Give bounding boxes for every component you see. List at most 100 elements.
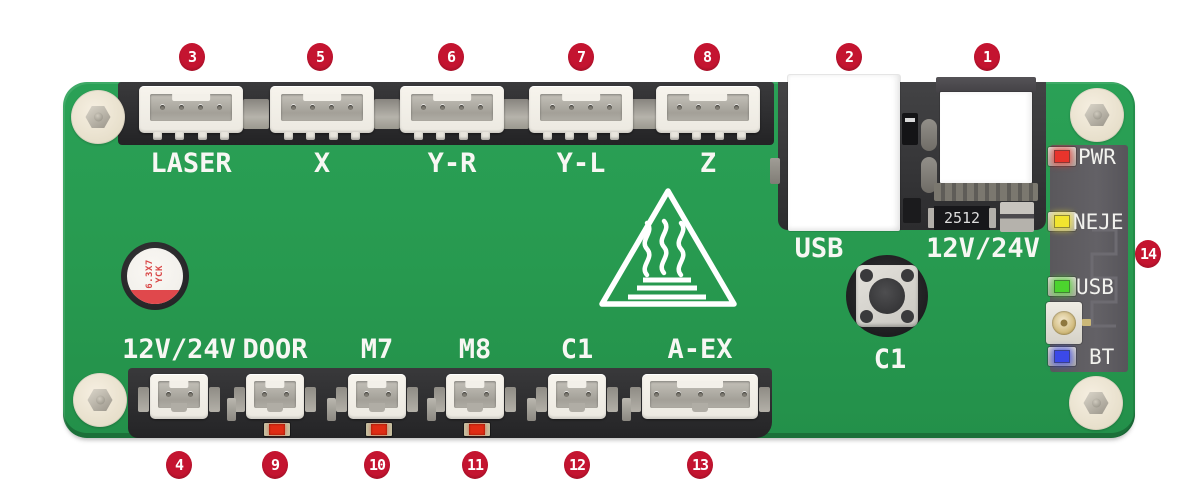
label-neje-led: NEJE [1073, 210, 1124, 234]
callout-3: 3 [179, 43, 205, 71]
connector-feet [529, 132, 633, 140]
callout-10: 10 [364, 451, 390, 479]
button-c1-plunger [869, 278, 905, 314]
mounting-hole [71, 90, 125, 144]
connector-spacer [503, 99, 529, 129]
antenna-trace [1090, 228, 1118, 328]
connector-cavity [254, 381, 296, 408]
callout-4: 4 [166, 451, 192, 479]
power-input-port [940, 92, 1032, 183]
connector-door [234, 374, 316, 419]
smd-component [622, 398, 631, 421]
antenna-connector [1046, 302, 1082, 344]
callout-11: 11 [462, 451, 488, 479]
mounting-hole [1070, 88, 1124, 142]
smd-pad [921, 157, 937, 193]
pwr-led [1048, 147, 1076, 166]
smd-component [227, 398, 236, 421]
callout-9: 9 [262, 451, 288, 479]
callout-12: 12 [564, 451, 590, 479]
label-c1-connector: C1 [560, 334, 594, 365]
connector-cavity [158, 381, 200, 408]
connector-feet [270, 132, 374, 140]
connector-cavity [667, 94, 749, 121]
label-a-ex: A-EX [667, 334, 733, 365]
label-y-r: Y-R [427, 148, 477, 179]
connector-cavity [540, 94, 622, 121]
connector-spacer [243, 99, 269, 129]
connector-cavity [454, 381, 496, 408]
callout-1: 1 [974, 43, 1000, 71]
callout-14: 14 [1135, 240, 1161, 268]
mounting-hole [1069, 376, 1123, 430]
connector-y-l [529, 86, 633, 140]
smd-pad [921, 119, 937, 151]
smd-resistor-2512: 2512 [934, 206, 990, 230]
smd-component [903, 198, 921, 223]
connector-cavity [556, 381, 598, 408]
resistor-end-cap [989, 208, 996, 228]
connector-feet [400, 132, 504, 140]
label-power-bottom: 12V/24V [122, 334, 236, 365]
label-m8: M8 [458, 334, 492, 365]
m8-indicator-led [464, 423, 490, 436]
door-indicator-led [264, 423, 290, 436]
hex-nut [1083, 392, 1109, 414]
label-laser: LASER [150, 148, 232, 179]
connector-c1 [536, 374, 618, 419]
label-door: DOOR [242, 334, 308, 365]
callout-6: 6 [438, 43, 464, 71]
power-connector-cap [936, 77, 1036, 93]
connector-cavity [150, 94, 232, 121]
usb-led [1048, 277, 1076, 296]
connector-cavity [650, 381, 750, 408]
label-button-c1: C1 [873, 344, 907, 375]
label-pwr-led: PWR [1078, 145, 1116, 169]
capacitor-top: 6.3X7 YCK [127, 248, 183, 304]
connector-x [270, 86, 374, 140]
m7-indicator-led [366, 423, 392, 436]
smd-component [327, 398, 336, 421]
power-connector-fins [934, 183, 1038, 201]
connector-power-bottom [138, 374, 220, 419]
antenna-ipex-ring [1052, 311, 1076, 335]
smd-component [427, 398, 436, 421]
smd-diode [902, 113, 918, 145]
callout-13: 13 [687, 451, 713, 479]
connector-m7 [336, 374, 418, 419]
callout-8: 8 [694, 43, 720, 71]
label-z: Z [699, 148, 717, 179]
label-power-top: 12V/24V [926, 233, 1040, 264]
usb-port [788, 75, 900, 231]
connector-spacer [374, 99, 400, 129]
connector-y-r [400, 86, 504, 140]
label-bt-led: BT [1089, 345, 1115, 369]
electrolytic-capacitor: 6.3X7 YCK [121, 242, 189, 310]
mounting-hole [73, 373, 127, 427]
connector-m8 [434, 374, 516, 419]
label-m7: M7 [360, 334, 394, 365]
connector-z [656, 86, 760, 140]
label-usb: USB [794, 233, 844, 264]
antenna-pin [1082, 319, 1091, 326]
connector-laser [139, 86, 243, 140]
connector-cavity [356, 381, 398, 408]
label-x: X [313, 148, 331, 179]
connector-feet [656, 132, 760, 140]
connector-feet [139, 132, 243, 140]
button-c1-cap [856, 265, 918, 327]
connector-cavity [281, 94, 363, 121]
hot-surface-warning-icon [599, 188, 737, 307]
neje-led [1048, 212, 1076, 231]
connector-cavity [411, 94, 493, 121]
label-usb-led: USB [1076, 275, 1114, 299]
smd-component [527, 398, 536, 421]
capacitor-polarity-stripe [127, 290, 183, 304]
usb-side-tab [770, 158, 780, 184]
hex-nut [87, 389, 113, 411]
callout-7: 7 [568, 43, 594, 71]
bt-led [1048, 347, 1076, 366]
callout-5: 5 [307, 43, 333, 71]
hex-nut [85, 106, 111, 128]
